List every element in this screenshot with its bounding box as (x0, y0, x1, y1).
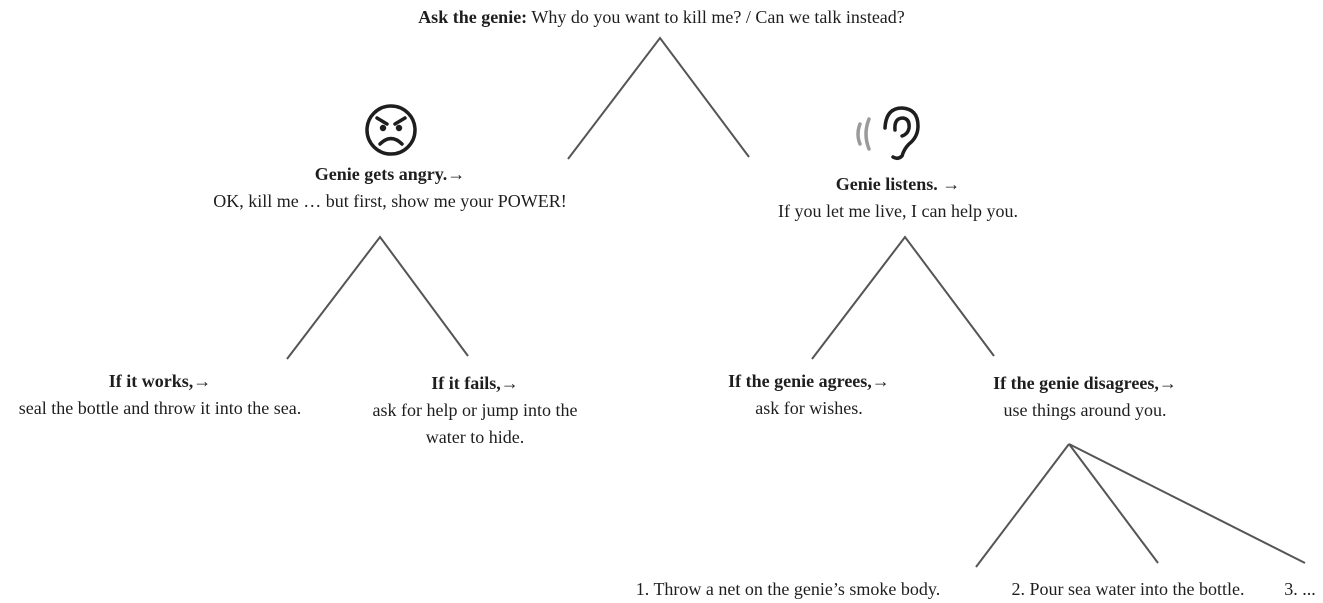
works-node-title: If it works,→ (108, 371, 212, 391)
listens-node: Genie listens. → If you let me live, I c… (648, 171, 1148, 225)
branch-option-2 (1068, 443, 1159, 564)
branch-angry (286, 235, 469, 360)
fails-node-title: If it fails,→ (431, 373, 519, 393)
agrees-node-text: ask for wishes. (755, 398, 863, 418)
works-node-text: seal the bottle and throw it into the se… (18, 398, 302, 418)
agrees-node-title: If the genie agrees,→ (728, 371, 890, 391)
branch-root (567, 36, 750, 160)
disagrees-node: If the genie disagrees,→ use things arou… (960, 370, 1210, 424)
disagrees-node-text: use things around you. (1003, 400, 1167, 420)
option-3: 3. ... (1284, 579, 1316, 599)
fails-node-text-line1: ask for help or jump into the (372, 400, 578, 420)
ear-icon (856, 106, 920, 161)
branch-option-3 (1068, 443, 1306, 564)
option-2: 2. Pour sea water into the bottle. (1011, 579, 1245, 599)
branch-option-1 (975, 443, 1070, 568)
angry-face-icon (365, 104, 417, 156)
works-node: If it works,→ seal the bottle and throw … (0, 368, 320, 422)
listens-node-title: Genie listens. → (835, 174, 961, 194)
angry-node-text: OK, kill me … but first, show me your PO… (213, 191, 567, 211)
agrees-node: If the genie agrees,→ ask for wishes. (694, 368, 924, 422)
root-question-label: Ask the genie: (418, 7, 528, 27)
angry-node: Genie gets angry.→ OK, kill me … but fir… (140, 161, 640, 215)
root-question-text: Why do you want to kill me? / Can we tal… (531, 7, 905, 27)
branch-listens (811, 235, 995, 360)
disagrees-node-title: If the genie disagrees,→ (993, 373, 1177, 393)
angry-node-title: Genie gets angry.→ (314, 164, 466, 184)
root-question: Ask the genie: Why do you want to kill m… (0, 4, 1323, 31)
fails-node-text-line2: water to hide. (425, 427, 525, 447)
option-1: 1. Throw a net on the genie’s smoke body… (635, 579, 941, 599)
listens-node-text: If you let me live, I can help you. (778, 201, 1018, 221)
fails-node: If it fails,→ ask for help or jump into … (345, 370, 605, 451)
